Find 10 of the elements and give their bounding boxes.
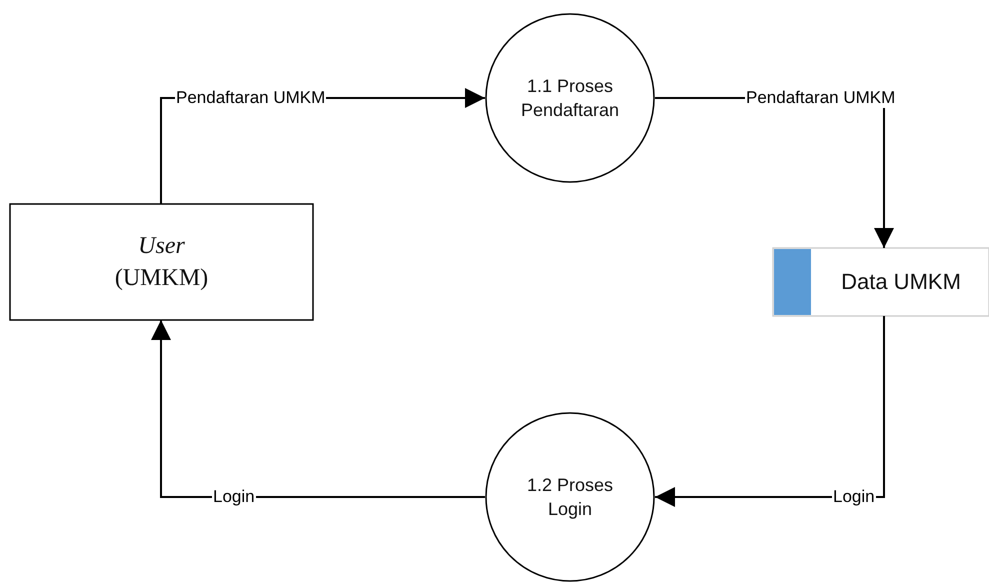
edge-label: Login — [212, 487, 256, 507]
process-label: 1.1 Proses Pendaftaran — [520, 74, 620, 122]
entity-label: (UMKM) — [114, 264, 208, 293]
data-store-label: Data UMKM — [841, 268, 961, 296]
entity-label: User — [138, 232, 185, 261]
arrow — [151, 320, 485, 498]
arrow — [655, 316, 885, 507]
process-label: 1.2 Proses Login — [526, 474, 614, 521]
edge-label: Login — [832, 487, 876, 507]
edge-label: Pendaftaran UMKM — [745, 88, 896, 108]
